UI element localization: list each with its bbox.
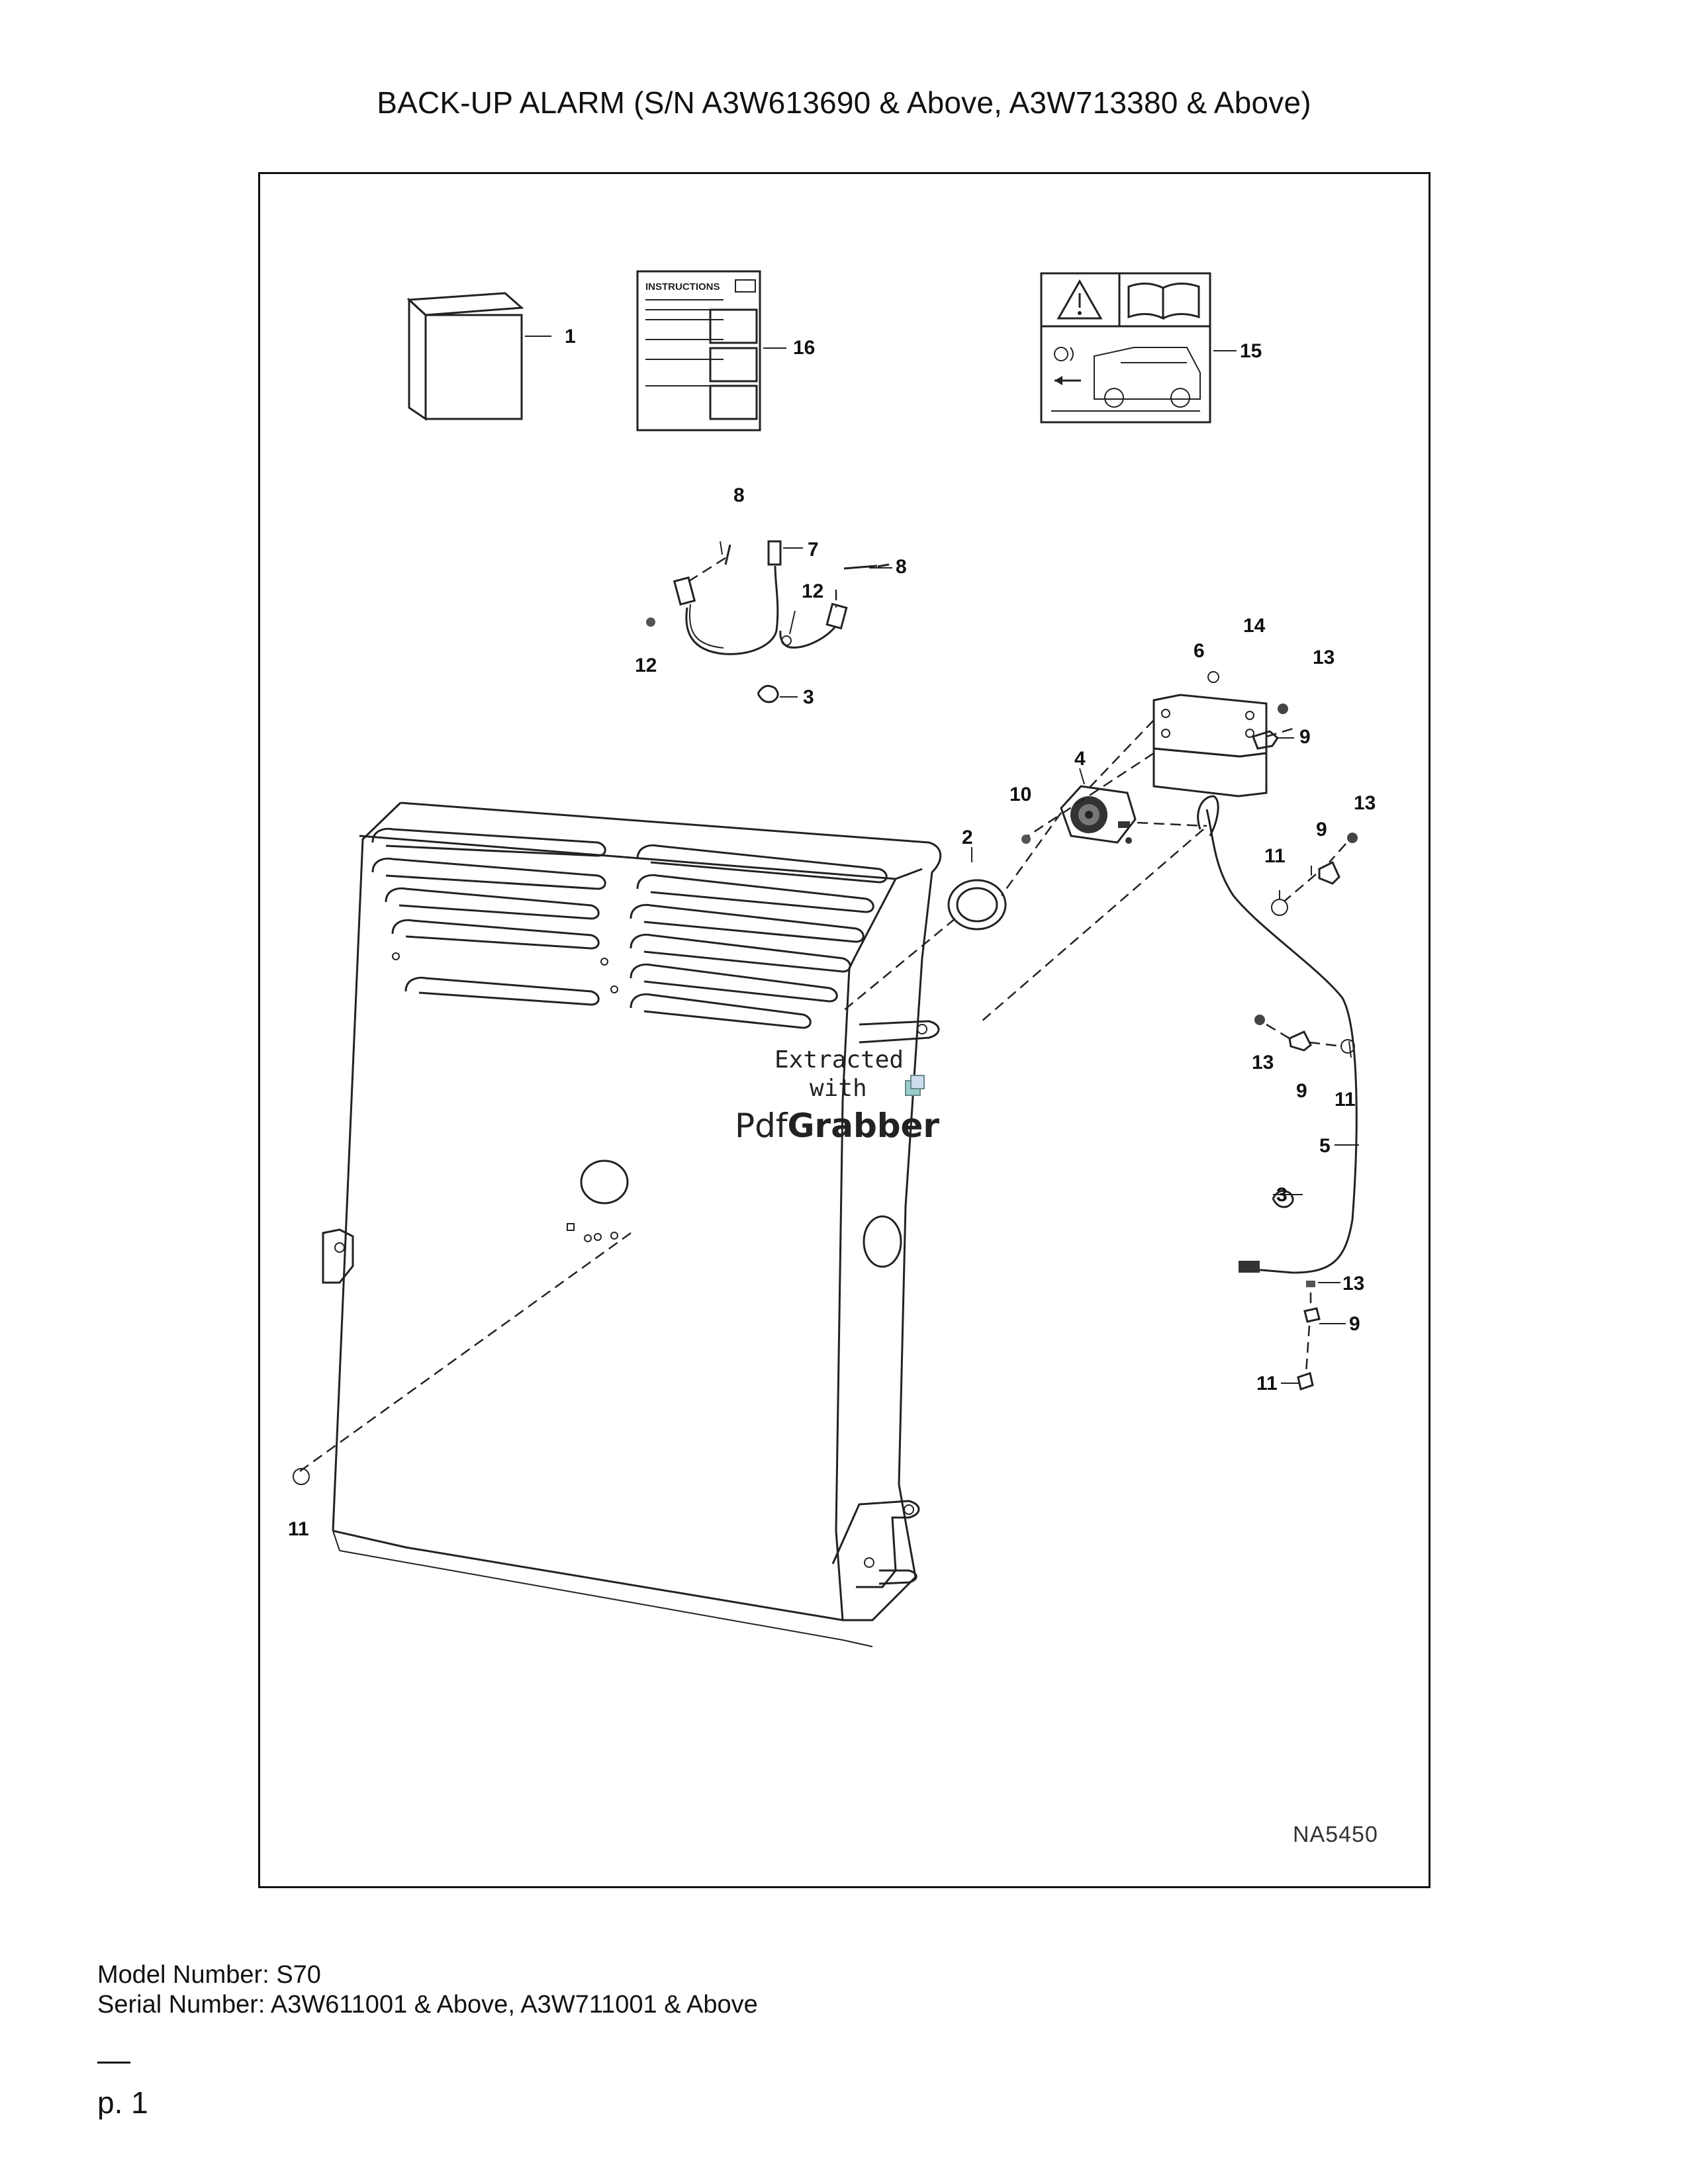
harness-wire bbox=[1205, 809, 1358, 1274]
callout-15: 15 bbox=[1240, 340, 1262, 362]
drawing-id: NA5450 bbox=[1293, 1822, 1378, 1847]
callout-6: 6 bbox=[1194, 640, 1205, 662]
callout-3-upper: 3 bbox=[803, 686, 814, 708]
callout-4: 4 bbox=[1074, 748, 1086, 770]
callout-5: 5 bbox=[1319, 1135, 1331, 1157]
parts-diagram-frame: INSTRUCTIONS bbox=[258, 172, 1430, 1888]
rear-panel-outline bbox=[322, 801, 942, 1647]
watermark-brand-a: Pdf bbox=[735, 1107, 788, 1145]
callout-9-bottom: 9 bbox=[1349, 1313, 1360, 1335]
alarm-speaker-icon bbox=[1060, 785, 1137, 844]
extraction-watermark: Extracted with PdfGrabber bbox=[735, 1046, 939, 1145]
page-rule bbox=[97, 2062, 130, 2064]
callout-3-lower: 3 bbox=[1276, 1184, 1288, 1206]
instruction-sheet-icon: INSTRUCTIONS bbox=[636, 270, 761, 432]
callout-8-upper: 8 bbox=[733, 484, 745, 506]
kit-box-icon bbox=[406, 292, 524, 421]
clip-icon bbox=[757, 684, 779, 704]
svg-text:PdfGrabber: PdfGrabber bbox=[735, 1107, 939, 1145]
watermark-line-2: with bbox=[810, 1075, 867, 1102]
watermark-brand-b: Grabber bbox=[788, 1107, 940, 1145]
page-number: p. 1 bbox=[97, 2085, 148, 2120]
callout-12-right: 12 bbox=[802, 580, 823, 602]
instructions-label: INSTRUCTIONS bbox=[645, 281, 720, 293]
callout-2: 2 bbox=[962, 827, 973, 848]
page-title: BACK-UP ALARM (S/N A3W613690 & Above, A3… bbox=[377, 85, 1311, 120]
callout-11-mid: 11 bbox=[1264, 845, 1286, 867]
watermark-line-1: Extracted bbox=[774, 1046, 904, 1073]
warning-decal-icon bbox=[1040, 272, 1211, 424]
callout-13-bottom: 13 bbox=[1342, 1273, 1364, 1295]
callout-11-bottom: 11 bbox=[1256, 1373, 1278, 1394]
callout-10: 10 bbox=[1009, 784, 1031, 805]
wire-harness-icon bbox=[646, 540, 848, 655]
callout-11-low: 11 bbox=[1335, 1089, 1356, 1111]
callout-7: 7 bbox=[808, 539, 819, 561]
callout-9-mid: 9 bbox=[1316, 819, 1327, 841]
model-number: Model Number: S70 bbox=[97, 1961, 321, 1989]
bracket-icon bbox=[1152, 671, 1268, 797]
callout-1: 1 bbox=[565, 326, 576, 347]
callout-13-low: 13 bbox=[1252, 1052, 1274, 1073]
callout-9-top: 9 bbox=[1299, 726, 1311, 748]
callout-12-left: 12 bbox=[635, 655, 657, 676]
callout-16: 16 bbox=[793, 337, 815, 359]
callout-11-left: 11 bbox=[288, 1518, 309, 1540]
exploded-parts-diagram: INSTRUCTIONS bbox=[288, 270, 1378, 1847]
callout-13-mid: 13 bbox=[1354, 792, 1376, 814]
callout-13-top: 13 bbox=[1313, 647, 1335, 668]
callout-14: 14 bbox=[1243, 615, 1266, 637]
callout-9-low: 9 bbox=[1296, 1080, 1307, 1102]
grommet-icon bbox=[947, 879, 1007, 931]
serial-number: Serial Number: A3W611001 & Above, A3W711… bbox=[97, 1991, 758, 2019]
callout-8-right: 8 bbox=[896, 556, 907, 578]
